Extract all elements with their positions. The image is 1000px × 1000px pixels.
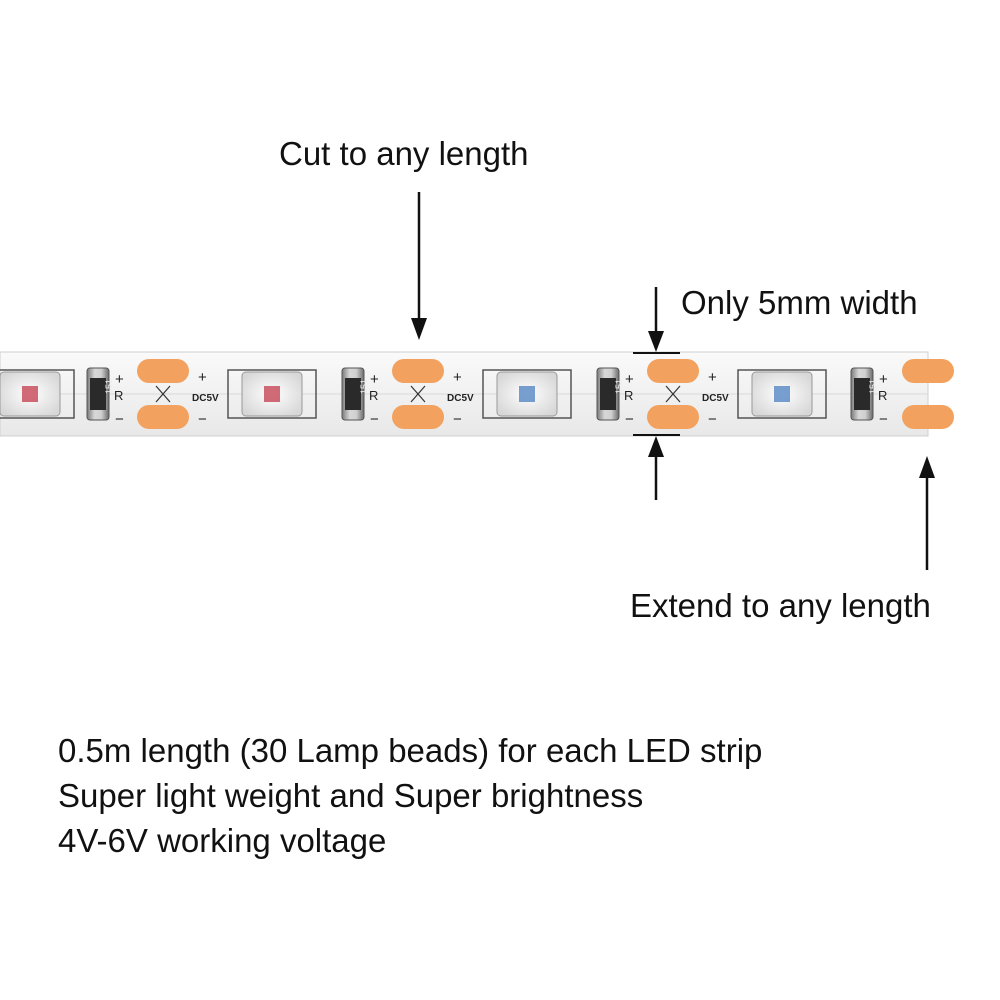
resistor-letter: R (878, 388, 887, 403)
solder-pad-pair (902, 359, 954, 429)
resistor: 151+R − (850, 367, 888, 428)
pad-plus-sign: + (708, 369, 717, 386)
voltage-label: DC5V (447, 393, 474, 404)
solder-pad-top (392, 359, 444, 383)
resistor-letter: R (114, 388, 123, 403)
solder-pad-bottom (647, 405, 699, 429)
led-outline (0, 369, 75, 419)
resistor-plus-sign: + (370, 371, 379, 388)
voltage-label: DC5V (192, 393, 219, 404)
solder-pad-pair: + DC5V − (137, 359, 219, 429)
solder-pad-pair: + DC5V − (392, 359, 474, 429)
solder-pad-top (902, 359, 954, 383)
extend-arrow (919, 456, 935, 570)
pad-minus-sign: − (708, 411, 717, 428)
resistor-face (90, 378, 106, 410)
resistor-minus-sign: − (879, 411, 888, 428)
spec-line-length: 0.5m length (30 Lamp beads) for each LED… (58, 732, 763, 769)
resistor-plus-sign: + (879, 371, 888, 388)
resistor-plus-sign: + (115, 371, 124, 388)
extend-annotation: Extend to any length (630, 587, 931, 624)
resistor: 151+R − (86, 367, 124, 428)
pad-minus-sign: − (198, 411, 207, 428)
resistor-minus-sign: − (625, 411, 634, 428)
resistor-face (600, 378, 616, 410)
cut-mark (665, 385, 681, 403)
led-outline (737, 369, 827, 419)
resistor-code: 151 (614, 379, 624, 394)
resistor-code: 151 (359, 379, 369, 394)
pad-plus-sign: + (453, 369, 462, 386)
resistor-code: 151 (868, 379, 878, 394)
led-module (0, 369, 75, 419)
width-indicator (633, 287, 680, 500)
pad-minus-sign: − (453, 411, 462, 428)
led-module (737, 369, 827, 419)
led-outline (482, 369, 572, 419)
resistor-code: 151 (104, 379, 114, 394)
led-chip (519, 386, 535, 402)
led-chip (774, 386, 790, 402)
cut-mark (410, 385, 426, 403)
resistor-face (345, 378, 361, 410)
resistor-face (854, 378, 870, 410)
led-module (482, 369, 572, 419)
led-module (227, 369, 317, 419)
resistor-minus-sign: − (370, 411, 379, 428)
resistor: 151+R − (341, 367, 379, 428)
cut-mark (155, 385, 171, 403)
led-chip (22, 386, 38, 402)
width-annotation: Only 5mm width (681, 284, 918, 321)
cut-annotation: Cut to any length (279, 135, 529, 172)
spec-line-voltage: 4V-6V working voltage (58, 822, 387, 859)
led-outline (227, 369, 317, 419)
solder-pad-bottom (137, 405, 189, 429)
led-chip (264, 386, 280, 402)
solder-pad-pair: + DC5V − (647, 359, 729, 429)
resistor-letter: R (624, 388, 633, 403)
solder-pad-bottom (392, 405, 444, 429)
resistor-plus-sign: + (625, 371, 634, 388)
resistor-letter: R (369, 388, 378, 403)
solder-pad-top (647, 359, 699, 383)
resistor: 151+R − (596, 367, 634, 428)
solder-pad-top (137, 359, 189, 383)
solder-pad-bottom (902, 405, 954, 429)
voltage-label: DC5V (702, 393, 729, 404)
resistor-minus-sign: − (115, 411, 124, 428)
cut-arrow (411, 192, 427, 340)
spec-line-weight: Super light weight and Super brightness (58, 777, 644, 814)
spec-list: 0.5m length (30 Lamp beads) for each LED… (58, 728, 762, 863)
pad-plus-sign: + (198, 369, 207, 386)
